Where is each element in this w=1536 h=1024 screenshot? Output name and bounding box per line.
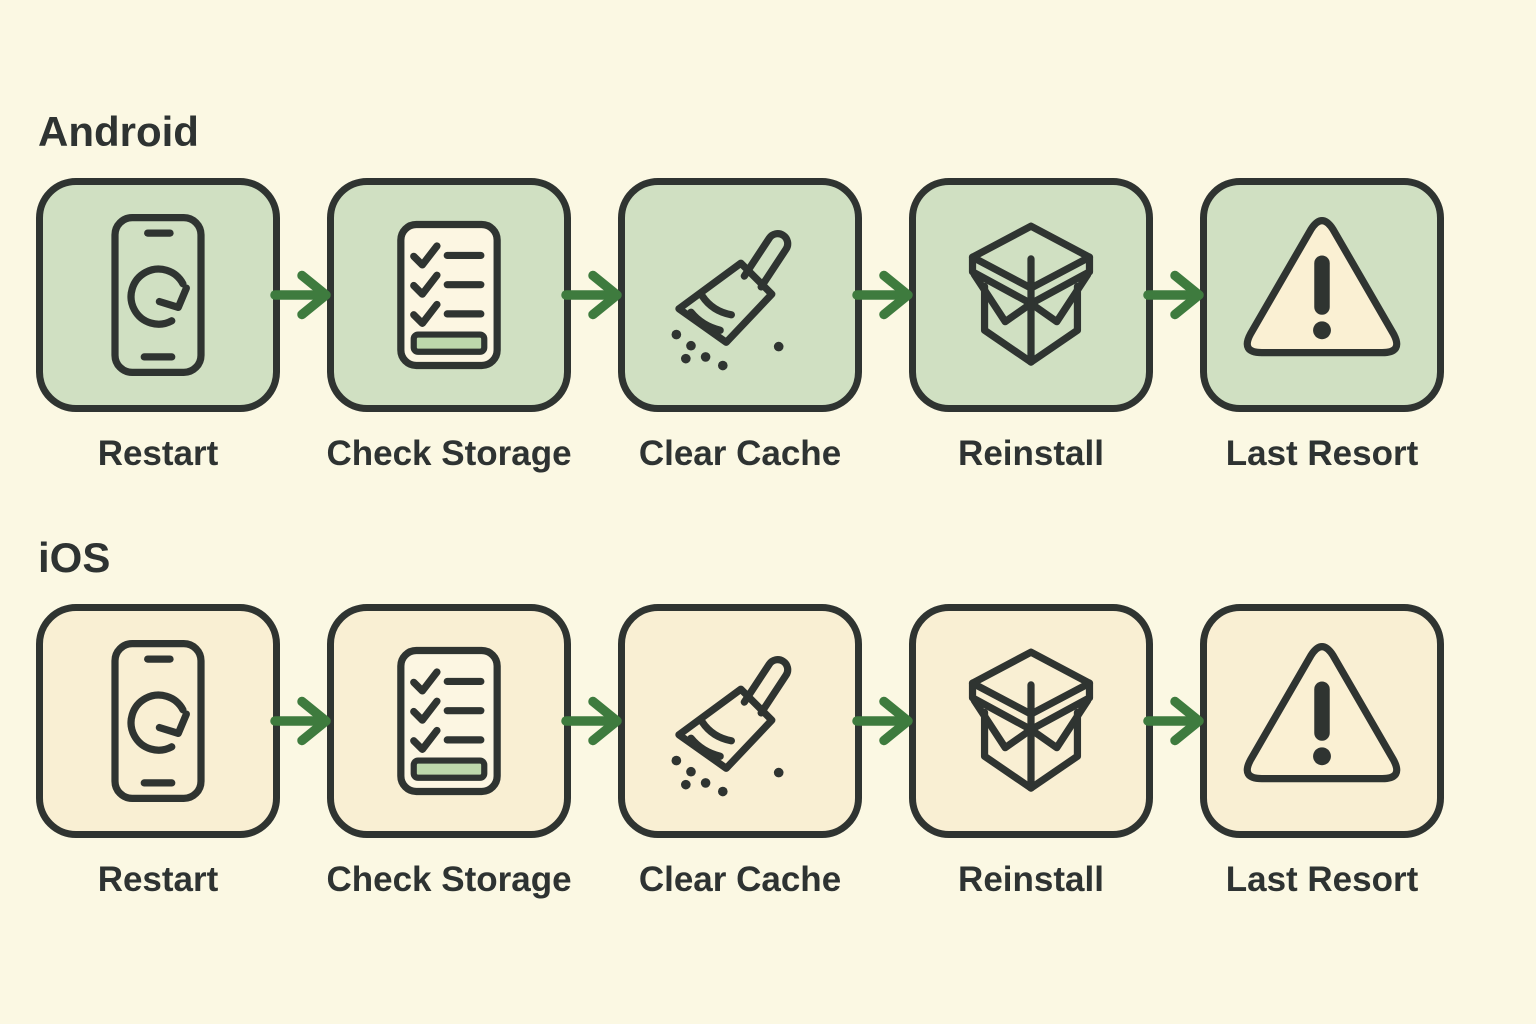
android-check-storage-label: Check Storage <box>326 434 572 473</box>
ios-restart-label: Restart <box>97 860 219 899</box>
warning-triangle-icon <box>1236 635 1408 807</box>
android-last-resort-card <box>1200 178 1444 412</box>
ios-section: iOS Restart Check Storage <box>36 534 1444 898</box>
checklist-icon <box>363 209 535 381</box>
flow-arrow <box>862 604 909 838</box>
flow-arrow <box>1153 178 1200 412</box>
phone-restart-icon <box>72 635 244 807</box>
android-restart-label: Restart <box>97 434 219 473</box>
android-clear-cache-card <box>618 178 862 412</box>
android-step-last-resort: Last Resort <box>1200 178 1444 472</box>
flow-arrow <box>862 178 909 412</box>
android-last-resort-label: Last Resort <box>1225 434 1419 473</box>
ios-restart-card <box>36 604 280 838</box>
arrow-right-icon <box>1146 695 1208 747</box>
package-box-icon <box>945 635 1117 807</box>
checklist-icon <box>363 635 535 807</box>
ios-section-title: iOS <box>38 534 111 581</box>
android-flow-row: Restart Check Storage Clear Cache <box>36 178 1444 472</box>
ios-last-resort-label: Last Resort <box>1225 860 1419 899</box>
android-step-check-storage: Check Storage <box>326 178 572 473</box>
ios-step-reinstall: Reinstall <box>909 604 1153 898</box>
android-section: Android Restart Check Storage <box>36 108 1444 472</box>
arrow-right-icon <box>564 695 626 747</box>
ios-clear-cache-card <box>618 604 862 838</box>
android-step-clear-cache: Clear Cache <box>618 178 862 472</box>
android-restart-card <box>36 178 280 412</box>
broom-icon <box>654 209 826 381</box>
phone-restart-icon <box>72 209 244 381</box>
arrow-right-icon <box>273 695 335 747</box>
android-step-reinstall: Reinstall <box>909 178 1153 472</box>
android-step-restart: Restart <box>36 178 280 472</box>
android-reinstall-card <box>909 178 1153 412</box>
broom-icon <box>654 635 826 807</box>
android-reinstall-label: Reinstall <box>958 434 1104 473</box>
android-section-title: Android <box>38 108 199 155</box>
arrow-right-icon <box>273 269 335 321</box>
ios-step-restart: Restart <box>36 604 280 898</box>
ios-flow-row: Restart Check Storage Clear Cache <box>36 604 1444 898</box>
flow-arrow <box>280 604 327 838</box>
flow-arrow <box>571 604 618 838</box>
flow-arrow <box>571 178 618 412</box>
ios-reinstall-label: Reinstall <box>958 860 1104 899</box>
arrow-right-icon <box>1146 269 1208 321</box>
warning-triangle-icon <box>1236 209 1408 381</box>
ios-clear-cache-label: Clear Cache <box>638 860 842 899</box>
ios-reinstall-card <box>909 604 1153 838</box>
flow-arrow <box>280 178 327 412</box>
ios-check-storage-card <box>327 604 571 838</box>
package-box-icon <box>945 209 1117 381</box>
arrow-right-icon <box>564 269 626 321</box>
arrow-right-icon <box>855 695 917 747</box>
android-clear-cache-label: Clear Cache <box>638 434 842 473</box>
ios-step-check-storage: Check Storage <box>326 604 572 899</box>
flow-arrow <box>1153 604 1200 838</box>
ios-last-resort-card <box>1200 604 1444 838</box>
ios-check-storage-label: Check Storage <box>326 860 572 899</box>
arrow-right-icon <box>855 269 917 321</box>
android-check-storage-card <box>327 178 571 412</box>
ios-step-last-resort: Last Resort <box>1200 604 1444 898</box>
ios-step-clear-cache: Clear Cache <box>618 604 862 898</box>
